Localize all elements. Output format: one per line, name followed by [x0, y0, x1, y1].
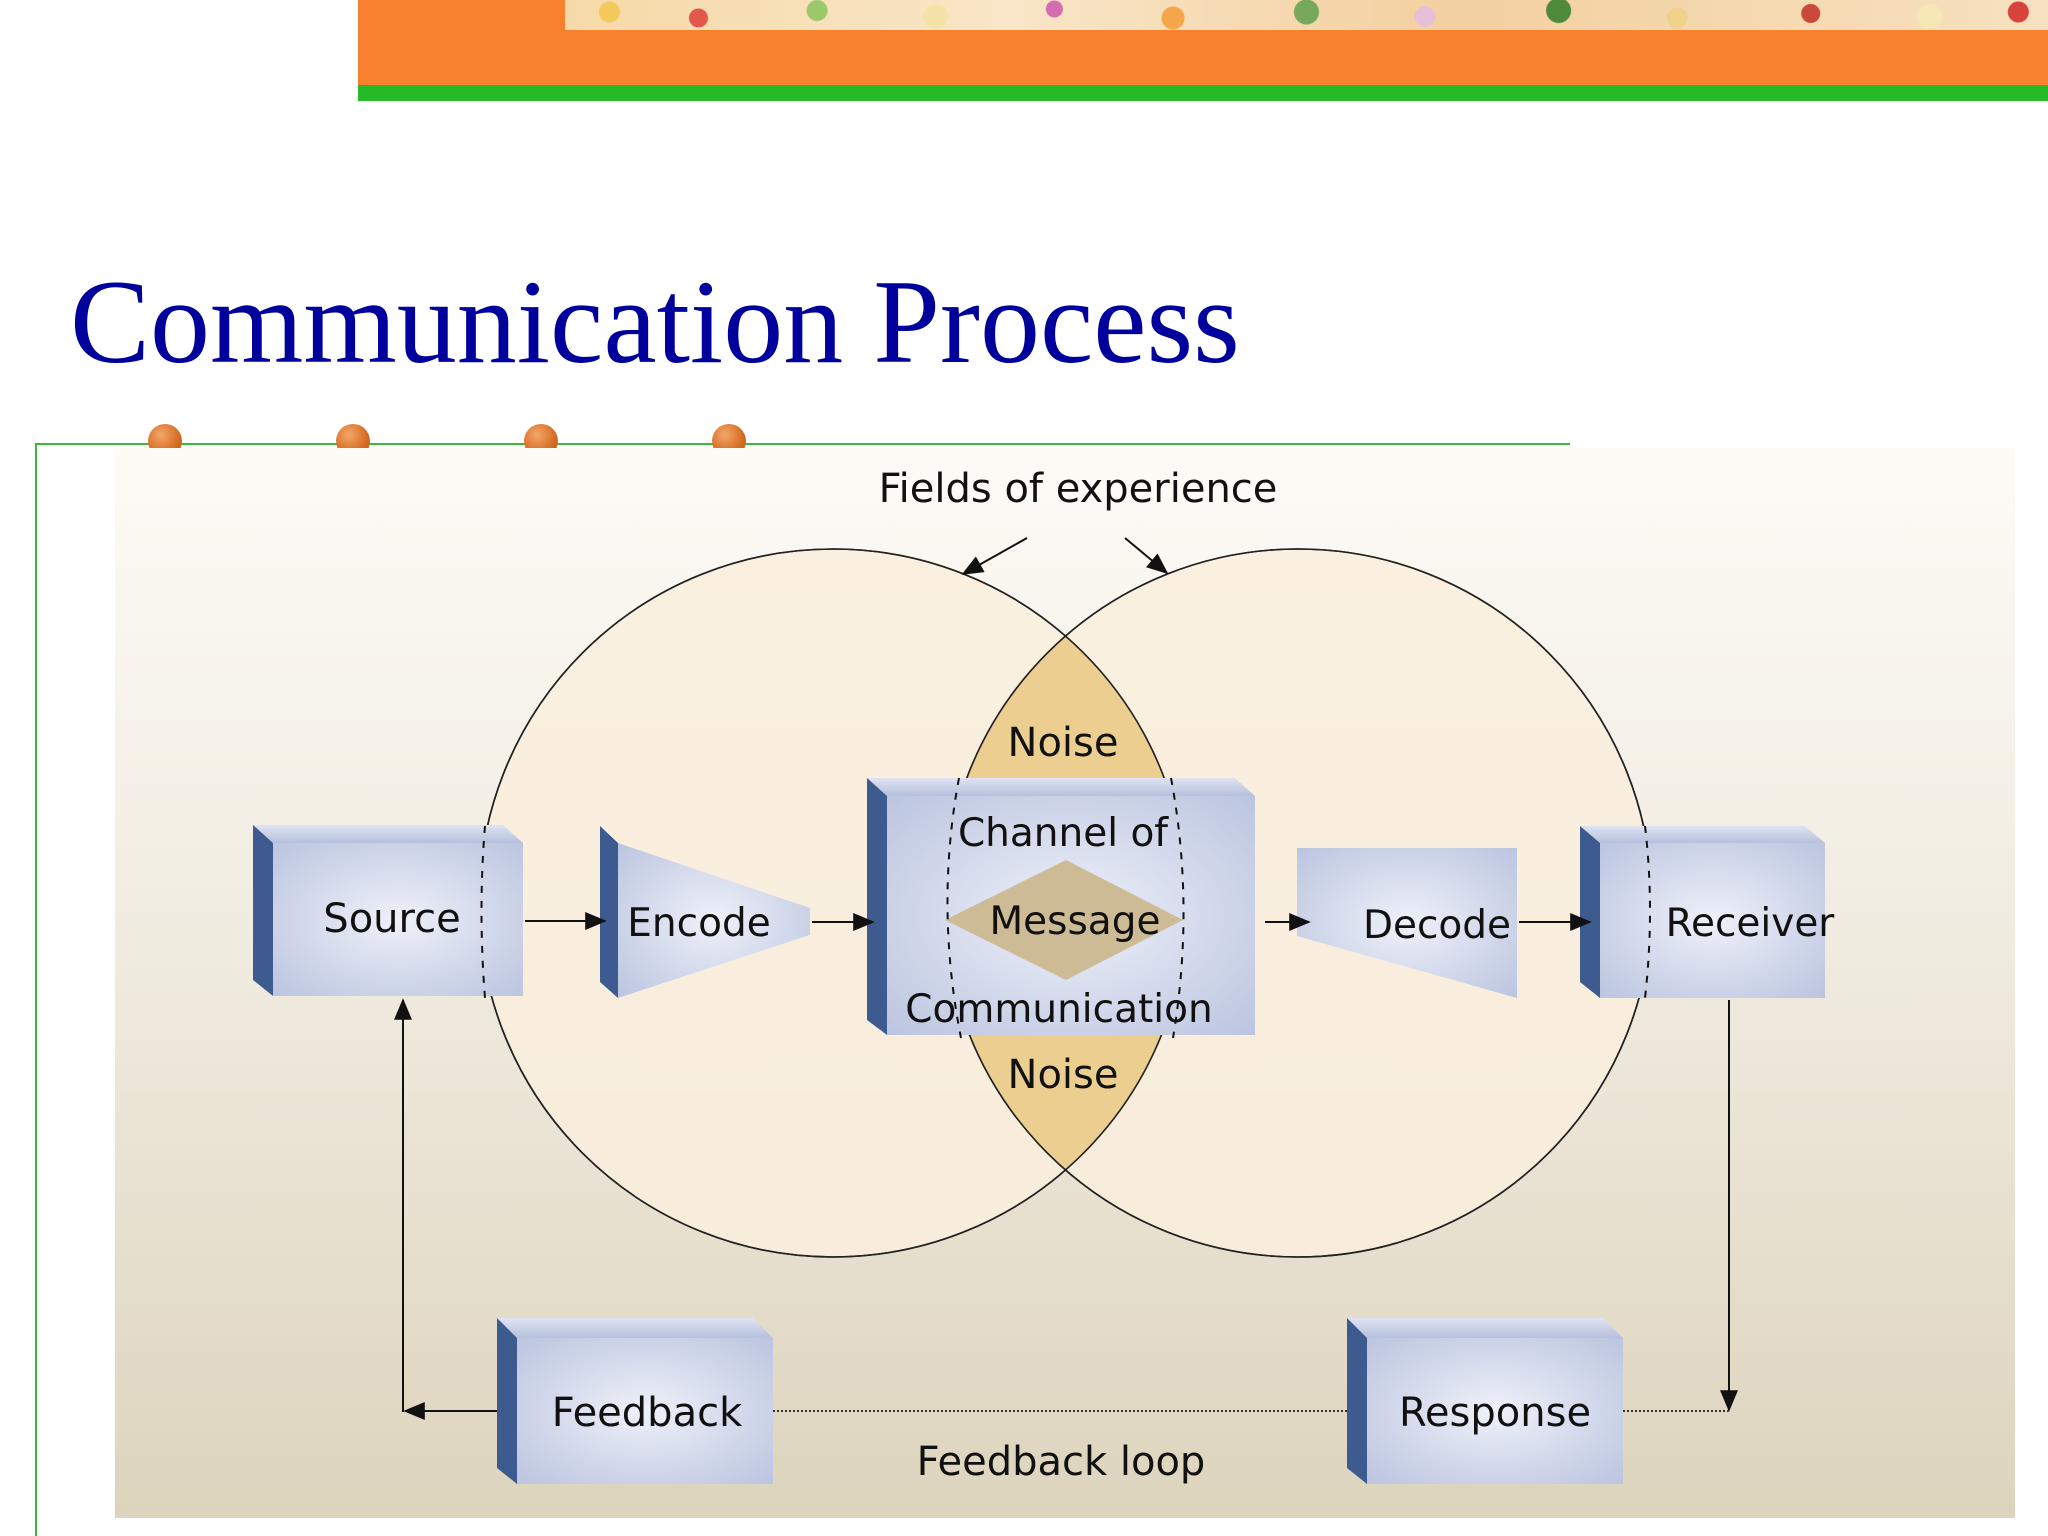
decode-shape: Decode: [1297, 848, 1517, 998]
channel-label-line1: Channel of: [958, 811, 1169, 856]
decode-label: Decode: [1363, 903, 1511, 948]
receiver-label: Receiver: [1666, 901, 1836, 946]
response-label: Response: [1399, 1390, 1591, 1436]
left-border: [35, 443, 37, 1536]
fields-arrow-left: [961, 537, 1028, 575]
encode-shape: Encode: [600, 826, 810, 998]
noise-bottom-label: Noise: [1008, 1052, 1119, 1098]
feedback-box: Feedback: [497, 1318, 773, 1484]
source-box: Source: [253, 825, 523, 996]
receiver-box: Receiver: [1580, 826, 1835, 998]
communication-diagram: Fields of experience Noise Noise Source …: [115, 448, 2015, 1518]
message-label: Message: [990, 899, 1161, 944]
dashed-channel-left: [946, 777, 962, 1039]
feedback-label: Feedback: [552, 1390, 743, 1436]
dashed-receiver-boundary: [1644, 825, 1651, 999]
channel-label-line2: Communication: [905, 987, 1212, 1032]
title-divider: [35, 443, 1570, 445]
response-box: Response: [1347, 1318, 1623, 1484]
feedback-loop-label: Feedback loop: [917, 1439, 1206, 1485]
noise-top-label: Noise: [1008, 720, 1119, 766]
dashed-channel-right: [1170, 777, 1185, 1039]
source-label: Source: [323, 896, 460, 942]
fields-of-experience-label: Fields of experience: [879, 466, 1278, 512]
message-diamond: [945, 860, 1183, 980]
slide-title: Communication Process: [70, 255, 1240, 388]
encode-label: Encode: [627, 901, 770, 946]
dashed-source-boundary: [480, 825, 486, 999]
overlap-region: [944, 549, 1187, 1257]
channel-box: Channel of Message Communication: [867, 778, 1255, 1035]
header-floral-pattern: [565, 0, 2048, 30]
header-green-stripe: [358, 85, 2048, 101]
fields-arrow-right: [1124, 537, 1169, 575]
